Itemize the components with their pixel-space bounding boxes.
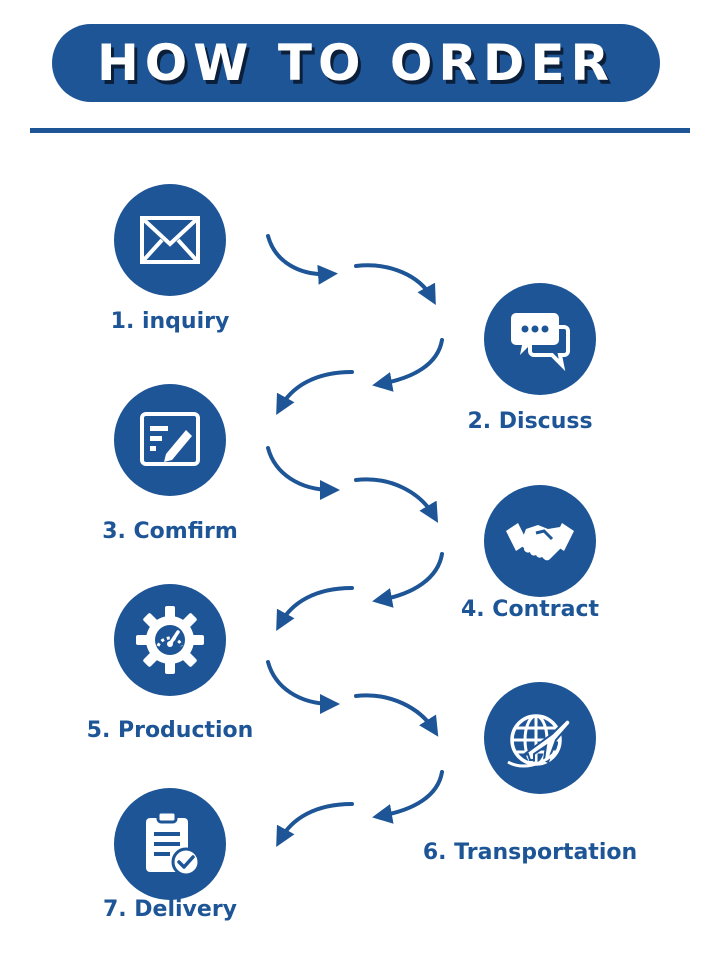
arrow-2-3a [372, 338, 444, 392]
form-pen-icon [140, 412, 200, 466]
arrow-4-5b [276, 586, 354, 632]
arrow-5-6b [354, 693, 439, 737]
step-7-label: 7. Delivery [102, 897, 238, 922]
step-5-label: 5. Production [86, 718, 254, 743]
arrow-1-2b [354, 263, 436, 306]
step-6-circle [484, 682, 596, 794]
arrow-3-4a [266, 446, 340, 500]
page-title: HOW TO ORDER [96, 34, 616, 92]
envelope-icon [140, 216, 200, 264]
globe-airplane-icon [507, 714, 572, 768]
step-4-circle [484, 485, 596, 597]
step-7-circle [114, 788, 226, 900]
arrow-1-2a [266, 234, 338, 285]
step-3-label: 3. Comfirm [102, 519, 238, 544]
step-5-circle [114, 584, 226, 696]
step-1-label: 1. inquiry [110, 309, 230, 334]
arrow-6-7b [276, 802, 354, 848]
clipboard-check-icon [146, 810, 201, 877]
arrow-6-7a [372, 770, 444, 824]
divider-line [30, 128, 690, 133]
step-1-circle [114, 184, 226, 296]
step-3-circle [114, 384, 226, 496]
arrow-5-6a [266, 660, 340, 714]
step-2-circle [484, 283, 596, 395]
chat-bubbles-icon [511, 313, 570, 372]
title-banner: HOW TO ORDER [52, 24, 660, 102]
gear-gauge-icon [136, 606, 204, 674]
arrow-2-3b [276, 370, 354, 416]
step-2-label: 2. Discuss [467, 409, 593, 434]
arrow-4-5a [372, 552, 444, 608]
step-6-label: 6. Transportation [422, 840, 638, 865]
step-4-label: 4. Contract [460, 597, 599, 622]
arrow-3-4b [354, 477, 439, 523]
handshake-icon [506, 523, 574, 561]
